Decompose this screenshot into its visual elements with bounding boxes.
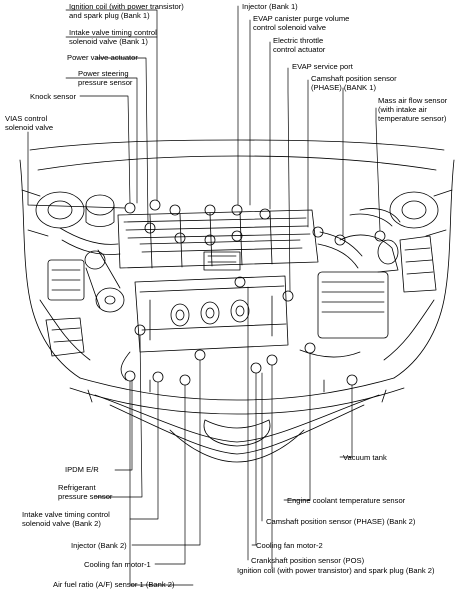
- label-injector-bank2: Injector (Bank 2): [71, 541, 127, 550]
- label-electric-throttle-control-actuator: Electric throttle control actuator: [273, 36, 326, 54]
- label-knock-sensor: Knock sensor: [30, 92, 77, 101]
- engine-block: [59, 209, 363, 381]
- label-camshaft-position-sensor-bank2: Camshaft position sensor (PHASE) (Bank 2…: [266, 517, 416, 526]
- label-cooling-fan-motor-2: Cooling fan motor-2: [256, 541, 323, 550]
- label-vias-control-solenoid-valve: VIAS control solenoid valve: [5, 114, 54, 132]
- label-evap-canister-purge: EVAP canister purge volume control solen…: [253, 14, 350, 32]
- label-ipdm-er: IPDM E/R: [65, 465, 99, 474]
- label-air-fuel-ratio-sensor-bank2: Air fuel ratio (A/F) sensor 1 (Bank 2): [53, 580, 175, 589]
- label-ignition-coil-bank2: Ignition coil (with power transistor) an…: [237, 566, 435, 575]
- label-injector-bank1: Injector (Bank 1): [242, 2, 298, 11]
- label-camshaft-position-sensor-bank1: Camshaft position sensor (PHASE) (BANK 1…: [311, 74, 397, 92]
- callout-circles: [124, 199, 386, 386]
- label-crankshaft-position-sensor: Crankshaft position sensor (POS): [251, 556, 365, 565]
- label-vacuum-tank: Vacuum tank: [343, 453, 387, 462]
- label-refrigerant-pressure-sensor: Refrigerant pressure sensor: [58, 483, 113, 501]
- label-mass-air-flow-sensor: Mass air flow sensor (with intake air te…: [378, 96, 448, 123]
- label-power-valve-actuator: Power valve actuator: [67, 53, 138, 62]
- label-power-steering-pressure-sensor: Power steering pressure sensor: [78, 69, 133, 87]
- label-ignition-coil-bank1: Ignition coil (with power transistor) an…: [69, 2, 184, 20]
- label-intake-valve-timing-bank2: Intake valve timing control solenoid val…: [22, 510, 110, 528]
- label-evap-service-port: EVAP service port: [292, 62, 353, 71]
- label-engine-coolant-temperature-sensor: Engine coolant temperature sensor: [287, 496, 406, 505]
- left-side-components: [45, 194, 115, 357]
- label-intake-valve-timing-bank1: Intake valve timing control solenoid val…: [69, 28, 157, 46]
- leader-lines: [27, 5, 381, 586]
- label-cooling-fan-motor-1: Cooling fan motor-1: [84, 560, 151, 569]
- front-bumper-and-grille: [69, 377, 405, 463]
